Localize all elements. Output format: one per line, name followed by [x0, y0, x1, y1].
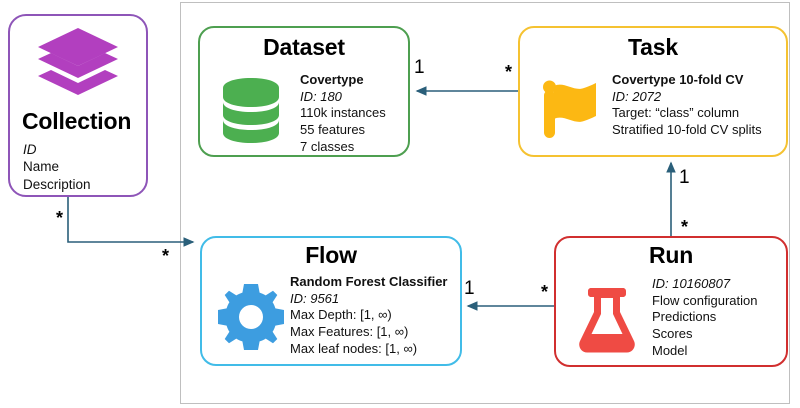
- attr-task-3: Stratified 10-fold CV splits: [612, 121, 762, 137]
- attr-dataset-1: ID: 180: [300, 88, 342, 104]
- entity-attributes-flow: Random Forest Classifier ID: 9561 Max De…: [290, 274, 448, 357]
- attr-dataset-2: 110k instances: [300, 105, 386, 121]
- cardinality-flow-many: *: [162, 246, 170, 266]
- entity-card-task[interactable]: Task Covertype 10-fold CV ID: 2072 Targe…: [518, 26, 788, 157]
- cardinality-flow-one: 1: [464, 278, 475, 299]
- layers-icon: [36, 26, 120, 107]
- cardinality-run-many-left: *: [541, 282, 549, 302]
- entity-attributes-task: Covertype 10-fold CV ID: 2072 Target: “c…: [612, 72, 762, 139]
- attr-flow-3: Max Features: [1, ∞): [290, 323, 409, 339]
- entity-attributes-dataset: Covertype ID: 180 110k instances 55 feat…: [300, 72, 386, 155]
- entity-title-run: Run: [648, 242, 694, 268]
- attr-flow-1: ID: 9561: [290, 290, 340, 306]
- attr-flow-2: Max Depth: [1, ∞): [290, 307, 392, 323]
- cardinality-task-many: *: [505, 62, 513, 82]
- attr-task-1: ID: 2072: [612, 88, 662, 104]
- attr-collection-1: Name: [23, 159, 60, 175]
- entity-card-flow[interactable]: Flow Random Forest Classifier ID: 9561 M…: [200, 236, 462, 366]
- entity-title-dataset: Dataset: [263, 34, 345, 60]
- entity-card-collection[interactable]: Collection ID Name Description: [8, 14, 148, 197]
- attr-run-3: Scores: [652, 325, 693, 341]
- gear-icon: [218, 284, 284, 355]
- cardinality-run-many-top: *: [681, 217, 689, 237]
- attr-run-0: ID: 10160807: [652, 276, 731, 291]
- cardinality-collection-many: *: [56, 208, 64, 228]
- attr-flow-4: Max leaf nodes: [1, ∞): [290, 340, 418, 356]
- attr-dataset-4: 7 classes: [300, 138, 355, 154]
- attr-run-4: Model: [652, 342, 688, 358]
- entity-title-collection: Collection: [22, 108, 132, 134]
- attr-flow-0: Random Forest Classifier: [290, 274, 448, 289]
- database-icon: [222, 78, 280, 149]
- attr-run-2: Predictions: [652, 309, 717, 325]
- flag-icon: [542, 80, 598, 145]
- entity-title-task: Task: [628, 34, 678, 60]
- attr-task-2: Target: “class” column: [612, 105, 740, 121]
- entity-title-flow: Flow: [305, 242, 357, 268]
- entity-attributes-run: ID: 10160807 Flow configuration Predicti…: [652, 276, 758, 359]
- cardinality-task-one: 1: [679, 167, 690, 188]
- attr-task-0: Covertype 10-fold CV: [612, 72, 744, 87]
- entity-card-dataset[interactable]: Dataset Covertype ID: 180 110k instances…: [198, 26, 410, 157]
- entity-attributes-collection: ID Name Description: [23, 141, 91, 193]
- attr-collection-2: Description: [23, 176, 91, 192]
- attr-dataset-0: Covertype: [300, 72, 364, 87]
- attr-run-1: Flow configuration: [652, 292, 758, 308]
- flask-icon: [578, 288, 636, 359]
- cardinality-dataset-one: 1: [414, 57, 425, 78]
- connector-collection-to-flow: [67, 197, 195, 247]
- attr-dataset-3: 55 features: [300, 121, 366, 137]
- attr-collection-0: ID: [23, 142, 37, 157]
- entity-card-run[interactable]: Run ID: 10160807 Flow configuration Pred…: [554, 236, 788, 367]
